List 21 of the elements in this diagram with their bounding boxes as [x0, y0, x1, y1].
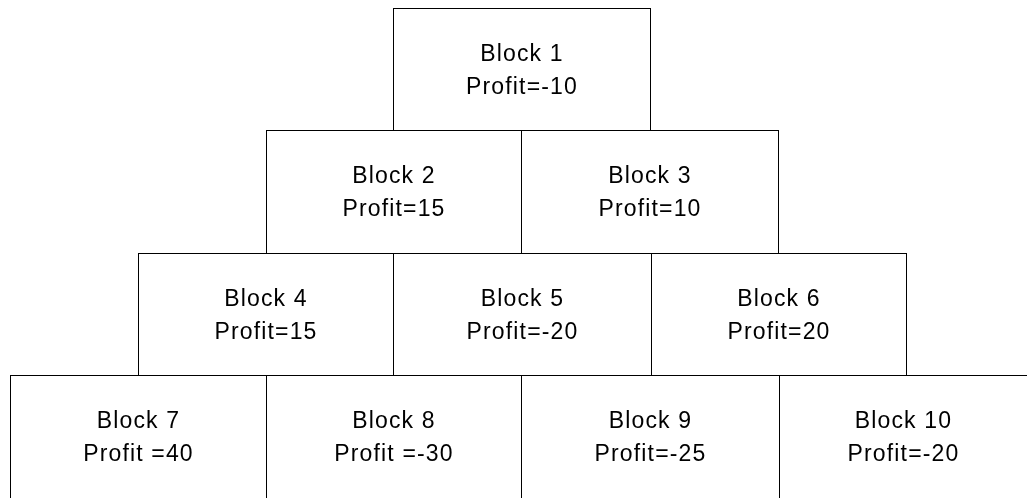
block-name: Block 5 [480, 283, 565, 313]
profit-value: Profit =-30 [334, 439, 454, 468]
profit-value: Profit=20 [727, 316, 831, 346]
profit-value: Profit=15 [214, 316, 318, 346]
profit-value: Profit=10 [598, 194, 702, 223]
profit-value: Profit=-10 [466, 71, 578, 101]
block-name: Block 4 [224, 283, 308, 313]
block-name: Block 9 [608, 406, 693, 435]
profit-value: Profit=-20 [466, 316, 579, 346]
block-name: Block 6 [737, 283, 821, 313]
block-name: Block 8 [352, 406, 436, 435]
block-name: Block 3 [608, 161, 692, 190]
block-name: Block 2 [352, 161, 436, 190]
profit-value: Profit =40 [83, 439, 194, 468]
block-name: Block 10 [854, 406, 953, 435]
profit-value: Profit=15 [342, 194, 446, 223]
block-name: Block 7 [96, 406, 181, 435]
profit-value: Profit=-20 [847, 439, 960, 468]
block-box [393, 8, 651, 131]
block-name: Block 1 [480, 38, 564, 68]
profit-value: Profit=-25 [594, 439, 707, 468]
